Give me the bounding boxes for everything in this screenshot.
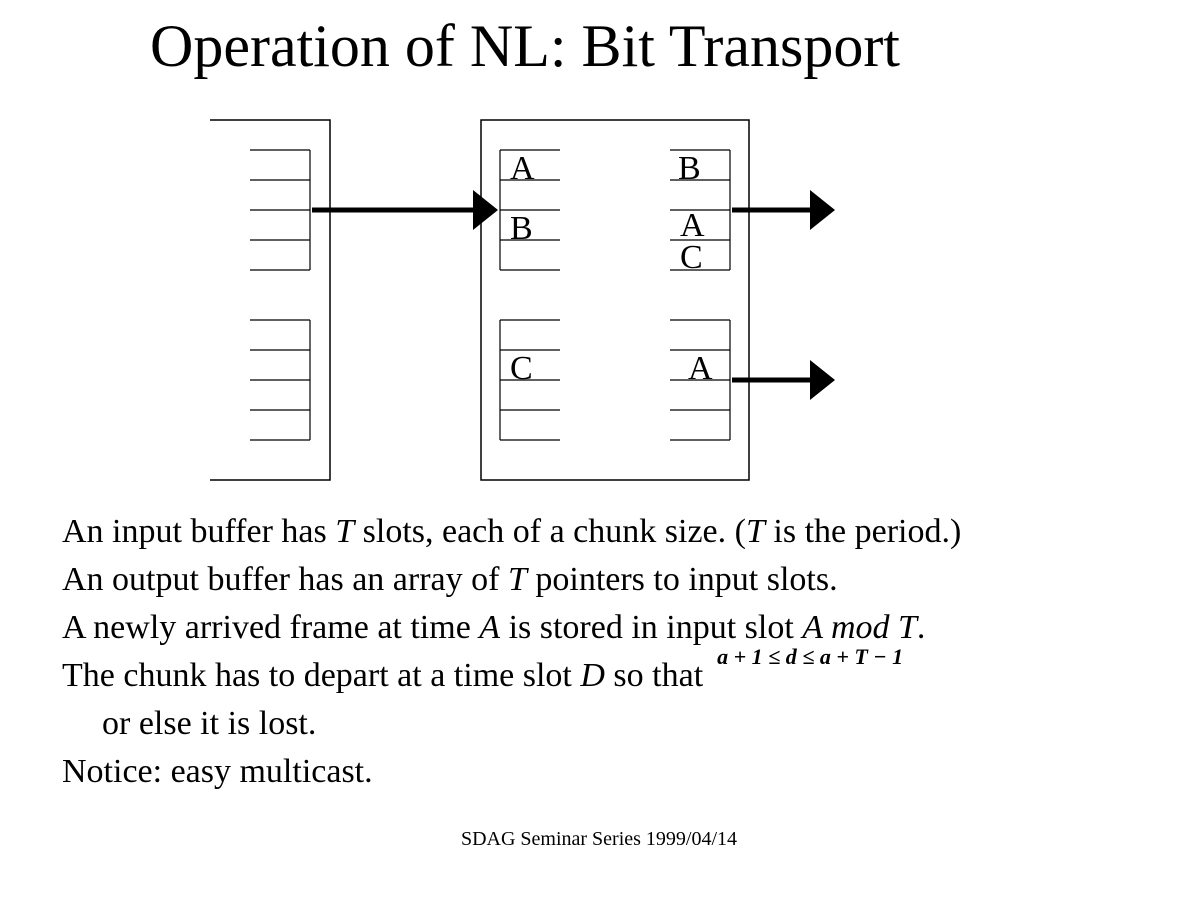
- body-line-3: A newly arrived frame at time A is store…: [62, 604, 961, 652]
- slide-footer: SDAG Seminar Series 1999/04/14: [460, 828, 738, 850]
- slide-body: An input buffer has T slots, each of a c…: [62, 508, 961, 796]
- text-fragment: is stored in input slot: [500, 609, 803, 646]
- text-fragment: .: [916, 609, 926, 646]
- slot-label-in-b: B: [510, 210, 533, 247]
- departure-formula: a + 1 ≤ d ≤ a + T − 1: [717, 644, 904, 669]
- text-fragment: The chunk has to depart at a time slot: [62, 657, 581, 694]
- text-fragment: is the period.): [764, 513, 962, 550]
- slot-label-out-c: C: [680, 239, 703, 276]
- var-t: T: [745, 513, 765, 550]
- body-line-1: An input buffer has T slots, each of a c…: [62, 508, 961, 556]
- body-line-2: An output buffer has an array of T point…: [62, 556, 961, 604]
- var-a: A: [479, 609, 501, 646]
- input-buffer-slots-bottom: [250, 319, 311, 441]
- text-fragment: A newly arrived frame at time: [62, 609, 480, 646]
- text-fragment: An input buffer has: [62, 513, 336, 550]
- text-fragment: slots, each of a chunk size. (: [354, 513, 746, 550]
- var-d: D: [580, 657, 605, 694]
- slot-label-out-b: B: [678, 150, 701, 187]
- switch-output-slots-top: [670, 149, 731, 271]
- slide-title: Operation of NL: Bit Transport: [150, 13, 900, 79]
- text-fragment: pointers to input slots.: [526, 561, 838, 598]
- input-buffer-box: [210, 119, 331, 481]
- slot-label-out-a-bottom: A: [688, 350, 713, 387]
- switch-input-slots-bottom: [499, 319, 560, 441]
- expr-a-mod-t: A mod T: [802, 609, 917, 646]
- input-buffer-slots-top: [250, 149, 311, 271]
- slot-label-in-a: A: [510, 150, 535, 187]
- slot-label-in-c: C: [510, 350, 533, 387]
- text-fragment: so that: [604, 657, 704, 694]
- body-line-6: Notice: easy multicast.: [62, 753, 373, 790]
- switch-input-slots-top: [499, 149, 560, 271]
- switch-output-slots-bottom: [670, 319, 731, 441]
- body-line-5: or else it is lost.: [102, 705, 317, 742]
- var-t: T: [507, 561, 527, 598]
- var-t: T: [335, 513, 355, 550]
- text-fragment: An output buffer has an array of: [62, 561, 508, 598]
- body-line-4: The chunk has to depart at a time slot D…: [62, 644, 961, 700]
- slot-label-out-a: A: [680, 207, 705, 244]
- switch-box: A B C B A C A: [480, 119, 750, 481]
